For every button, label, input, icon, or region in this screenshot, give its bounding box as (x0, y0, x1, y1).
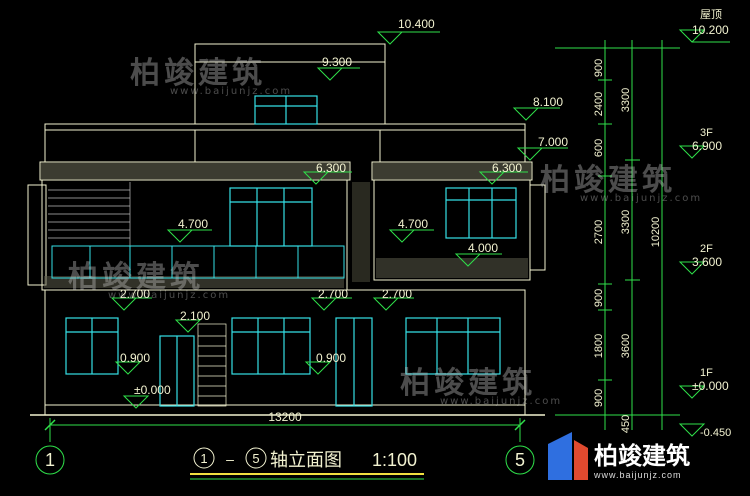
elev-6300-left: 6.300 (316, 161, 346, 175)
logo-brand-text: 柏竣建筑 (594, 442, 690, 470)
axis-bubble-right (505, 445, 535, 475)
title-range-end: 5 (252, 451, 259, 466)
elev-4700-right: 4.700 (398, 217, 428, 231)
window-1f-b (231, 317, 311, 375)
stair-treads (197, 323, 227, 407)
window-2f-left (229, 187, 313, 247)
floor-2f-label: 2F (700, 243, 713, 255)
elev-9300: 9.300 (322, 55, 352, 69)
window-2f-right (445, 187, 517, 239)
logo-mark-left (548, 432, 572, 480)
logo-url-text: www.baijunjz.com (593, 470, 682, 480)
elev-7000: 7.000 (538, 135, 568, 149)
dim-3300-b: 3300 (620, 210, 632, 234)
title-range-sep: – (226, 451, 234, 467)
title-bubble-start (193, 447, 215, 469)
elev-4000: 4.000 (468, 241, 498, 255)
logo-mark-right (574, 440, 588, 480)
left-side-bay (27, 184, 47, 286)
texture-bands (41, 163, 531, 288)
elev-4700-left: 4.700 (178, 217, 208, 231)
dim-1800: 1800 (593, 334, 605, 358)
dim-3300-a: 3300 (620, 88, 632, 112)
floor-3f-label: 3F (700, 127, 713, 139)
floor-labels: 屋顶 10.200 3F 6.900 2F 3.600 1F ±0.000 -0… (692, 8, 731, 439)
axis-bubble-left (35, 445, 65, 475)
eave-texture-left (41, 163, 349, 179)
elev-0900-a: 0.900 (120, 351, 150, 365)
drawing-title: 1 – 5 轴立面图 1:100 (190, 447, 424, 480)
dim-3600: 3600 (620, 334, 632, 358)
elev-2700-b: 2.700 (318, 287, 348, 301)
horizontal-dimension: 13200 (44, 410, 526, 442)
windows (65, 95, 517, 407)
vertical-dimension-lines (555, 40, 680, 430)
floor-3f-value: 6.900 (692, 139, 722, 153)
title-scale: 1:100 (372, 450, 417, 470)
balcony-railing-left (51, 245, 345, 279)
overall-width-dim: 13200 (268, 410, 302, 424)
floor-2f-value: 3.600 (692, 255, 722, 269)
eave-texture-right (373, 163, 531, 179)
dim-450: 450 (620, 415, 632, 433)
elev-6300-right: 6.300 (492, 161, 522, 175)
elev-0000: ±0.000 (134, 383, 171, 397)
elevation-markers (110, 29, 730, 437)
elev-10400: 10.400 (398, 17, 435, 31)
dim-10200: 10200 (650, 217, 662, 248)
dim-2400: 2400 (593, 92, 605, 116)
column-texture (352, 182, 370, 282)
floor-1f-value: ±0.000 (692, 379, 729, 393)
second-floor-left-volume (41, 179, 348, 291)
floor-roof-value: 10.200 (692, 23, 729, 37)
floor-roof-label: 屋顶 (700, 8, 722, 21)
dim-900-top: 900 (593, 59, 605, 77)
dim-900-bot: 900 (593, 389, 605, 407)
vertical-dimension-text: 900 2400 600 2700 900 1800 900 3300 3300… (593, 59, 662, 433)
dim-900-mid: 900 (593, 289, 605, 307)
dim-2700: 2700 (593, 220, 605, 244)
axis-label-right: 5 (515, 450, 525, 470)
title-range-start: 1 (200, 451, 207, 466)
elev-2100: 2.100 (180, 309, 210, 323)
elev-2700-a: 2.700 (120, 287, 150, 301)
dim-600: 600 (593, 139, 605, 157)
elev-2700-c: 2.700 (382, 287, 412, 301)
balcony-texture-right (376, 258, 528, 278)
brand-logo: 柏竣建筑 www.baijunjz.com (548, 432, 690, 480)
balcony-texture-left (44, 276, 344, 288)
title-text: 轴立面图 (270, 450, 342, 471)
elevation-labels: 10.400 9.300 8.100 7.000 6.300 6.300 4.7… (120, 17, 568, 397)
siding-lines (48, 182, 131, 246)
floor-1f-label: 1F (700, 367, 713, 379)
elev-8100: 8.100 (533, 95, 563, 109)
right-side-bay (529, 184, 546, 271)
floor-bottom-value: -0.450 (700, 427, 731, 439)
elev-0900-b: 0.900 (316, 351, 346, 365)
axis-bubbles (35, 445, 535, 475)
axis-label-left: 1 (45, 450, 55, 470)
title-bubble-end (245, 447, 267, 469)
window-1f-c (405, 317, 501, 375)
